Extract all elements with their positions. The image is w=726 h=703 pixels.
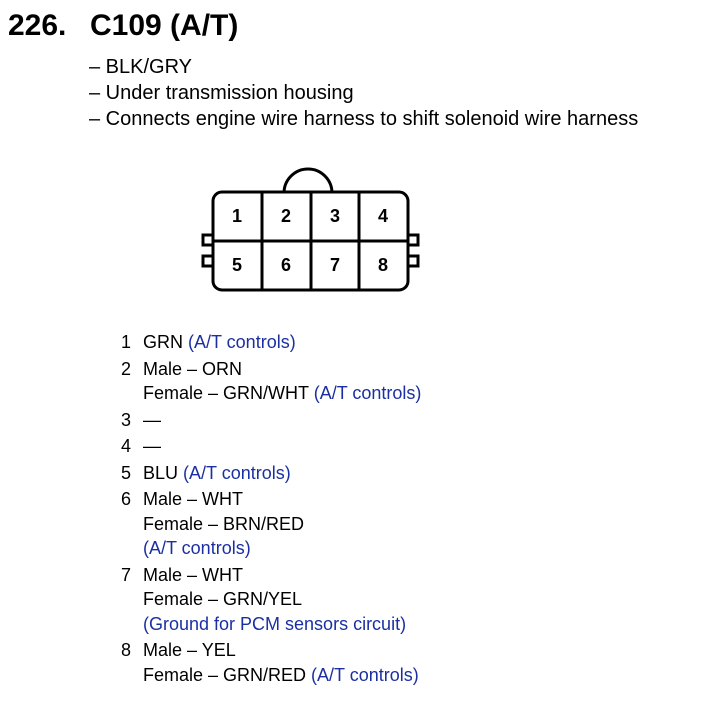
pin-wire: — xyxy=(143,409,161,430)
pin-wire-male: Male – WHT xyxy=(143,489,244,509)
cavity-7-label: 7 xyxy=(330,255,340,275)
pin-number: 5 xyxy=(121,462,132,483)
pin-number: 3 xyxy=(121,409,132,430)
cavity-2-label: 2 xyxy=(281,206,291,226)
info-color: – BLK/GRY xyxy=(89,56,193,78)
connector-info: – BLK/GRY – Under transmission housing –… xyxy=(89,54,638,132)
pin-wire-male: Male – WHT xyxy=(143,564,244,585)
cavity-4-label: 4 xyxy=(378,206,388,226)
pin-number: 6 xyxy=(121,489,132,509)
pin-wire-male: Male – ORN xyxy=(143,358,243,379)
pin-circuit-note: (A/T controls) xyxy=(313,383,422,403)
page-title: 226. C109 (A/T) xyxy=(8,6,238,46)
cavity-6-label: 6 xyxy=(281,255,291,275)
cavity-3-label: 3 xyxy=(330,206,340,226)
pin-number: 4 xyxy=(121,436,132,456)
pin-number: 8 xyxy=(121,640,132,660)
cavity-5-label: 5 xyxy=(232,255,242,275)
connector-lock-tab xyxy=(282,167,334,194)
connector-diagram: 1 2 3 4 5 6 7 8 xyxy=(201,167,420,292)
pin-wire-male: Male – YEL xyxy=(143,640,236,660)
cavity-1-label: 1 xyxy=(232,206,242,226)
pin-wire-female: Female – GRN/YEL xyxy=(143,589,303,609)
pin-circuit-note: (A/T controls) xyxy=(143,538,251,558)
pin-circuit-note: (A/T controls) xyxy=(188,332,296,352)
info-description: – Connects engine wire harness to shift … xyxy=(89,108,639,130)
pin-circuit-note: (Ground for PCM sensors circuit) xyxy=(143,613,407,634)
cavity-8-label: 8 xyxy=(378,255,388,275)
pin-wire-female: Female – BRN/RED xyxy=(143,513,305,534)
connector-name: C109 (A/T) xyxy=(90,9,239,42)
pin-wire-female: Female – GRN/RED xyxy=(143,664,312,685)
pin-wire: BLU xyxy=(143,462,184,483)
pin-number: 1 xyxy=(121,332,132,352)
pin-wire: GRN xyxy=(143,332,188,352)
pin-circuit-note: (A/T controls) xyxy=(183,462,291,483)
pin-wire: — xyxy=(143,436,161,456)
info-location: – Under transmission housing xyxy=(89,82,354,104)
pin-circuit-note: (A/T controls) xyxy=(311,664,419,685)
pin-number: 2 xyxy=(121,358,132,379)
pin-number: 7 xyxy=(121,564,132,585)
pin-wire-female: Female – GRN/WHT xyxy=(143,383,314,403)
connector-number: 226. xyxy=(8,9,67,42)
